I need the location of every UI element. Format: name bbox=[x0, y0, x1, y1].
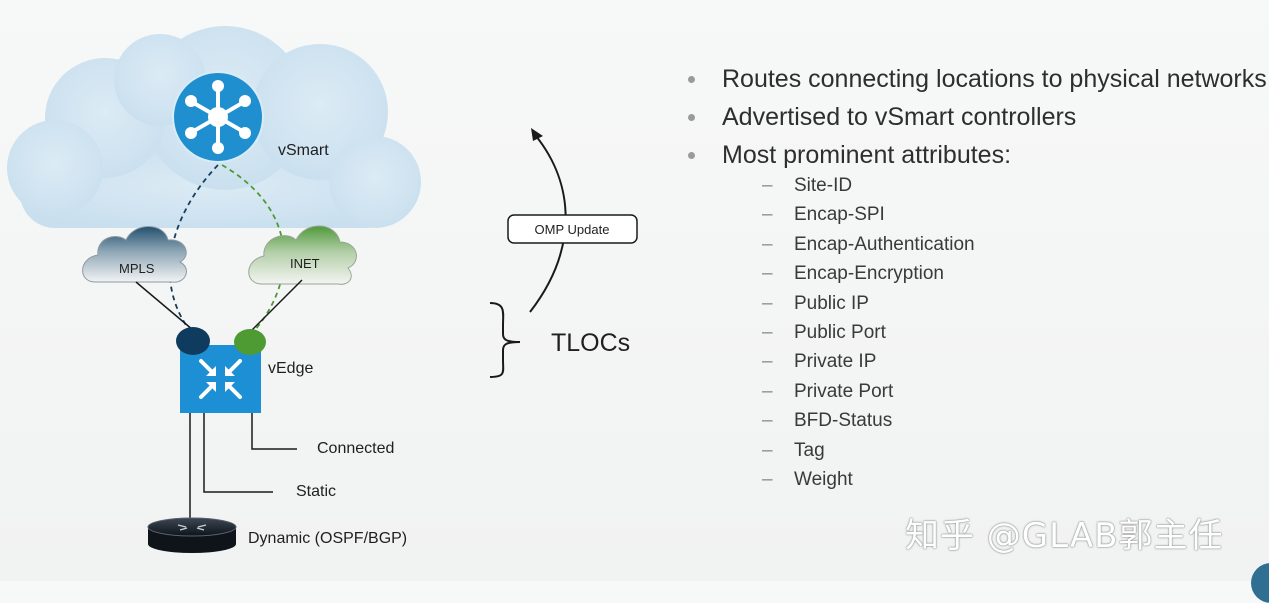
bullet-item: Routes connecting locations to physical … bbox=[686, 60, 1267, 98]
attribute-item: –Encap-SPI bbox=[762, 200, 975, 229]
attribute-item: –Public Port bbox=[762, 318, 975, 347]
attribute-item: –Private IP bbox=[762, 347, 975, 376]
attribute-text: Site-ID bbox=[794, 175, 853, 196]
bullet-text: Advertised to vSmart controllers bbox=[722, 103, 1077, 131]
router-icon bbox=[147, 517, 237, 553]
attribute-text: Encap-SPI bbox=[794, 204, 885, 226]
attribute-item: –Encap-Authentication bbox=[762, 230, 975, 259]
bullet-dot-icon bbox=[688, 76, 695, 83]
attribute-text: Private Port bbox=[794, 380, 894, 402]
inet-cloud bbox=[248, 225, 357, 285]
dash-icon: – bbox=[762, 204, 773, 226]
attribute-text: Private IP bbox=[794, 351, 877, 373]
inet-transport-link bbox=[249, 279, 303, 333]
controller-cloud bbox=[7, 26, 421, 228]
attribute-text: Public IP bbox=[794, 292, 869, 314]
dash-icon: – bbox=[762, 469, 773, 491]
tloc-attribute-list: –Site-ID –Encap-SPI –Encap-Authenticatio… bbox=[762, 171, 975, 494]
mpls-label: MPLS bbox=[119, 261, 155, 276]
attribute-text: Tag bbox=[794, 439, 825, 461]
tloc-description-list: Routes connecting locations to physical … bbox=[686, 60, 1267, 174]
tlocs-label: TLOCs bbox=[551, 329, 630, 357]
dash-icon: – bbox=[762, 380, 773, 402]
dash-icon: – bbox=[762, 175, 773, 196]
vsmart-label: vSmart bbox=[278, 142, 329, 159]
attribute-text: Weight bbox=[794, 469, 853, 491]
dash-icon: – bbox=[762, 263, 773, 285]
omp-update-label: OMP Update bbox=[535, 222, 610, 237]
bullet-item: Most prominent attributes: bbox=[686, 136, 1267, 174]
attribute-text: Encap-Encryption bbox=[794, 263, 944, 285]
network-diagram: vSmart MPLS INET vEdge bbox=[7, 26, 638, 553]
omp-update-box bbox=[507, 214, 638, 244]
dash-icon: – bbox=[762, 233, 773, 255]
mpls-tloc-icon bbox=[176, 327, 210, 355]
connected-label: Connected bbox=[317, 440, 394, 457]
dynamic-label: Dynamic (OSPF/BGP) bbox=[248, 530, 407, 547]
vsmart-icon bbox=[172, 71, 264, 163]
bullet-text: Routes connecting locations to physical … bbox=[722, 65, 1267, 93]
dash-icon: – bbox=[762, 292, 773, 314]
tlocs-brace bbox=[489, 302, 521, 378]
bullet-dot-icon bbox=[688, 114, 695, 121]
attribute-text: Public Port bbox=[794, 322, 886, 344]
dash-icon: – bbox=[762, 439, 773, 461]
bullet-dot-icon bbox=[688, 152, 695, 159]
mpls-transport-link bbox=[135, 281, 194, 331]
attribute-item: –BFD-Status bbox=[762, 406, 975, 435]
bullet-item: Advertised to vSmart controllers bbox=[686, 98, 1267, 136]
bullet-text: Most prominent attributes: bbox=[722, 141, 1012, 169]
inet-label: INET bbox=[290, 256, 320, 271]
dash-icon: – bbox=[762, 322, 773, 344]
attribute-text: BFD-Status bbox=[794, 410, 893, 432]
arrowhead-icon bbox=[531, 128, 543, 141]
vedge-label: vEdge bbox=[268, 360, 313, 377]
attribute-item: –Tag bbox=[762, 436, 975, 465]
dash-icon: – bbox=[762, 351, 773, 373]
static-label: Static bbox=[296, 483, 336, 500]
watermark: 知乎 @GLAB郭主任 bbox=[905, 516, 1224, 556]
dash-icon: – bbox=[762, 410, 773, 432]
mpls-cloud bbox=[82, 226, 187, 283]
attribute-item: –Site-ID bbox=[762, 171, 975, 200]
attribute-item: –Private Port bbox=[762, 377, 975, 406]
attribute-item: –Weight bbox=[762, 465, 975, 494]
attribute-item: –Encap-Encryption bbox=[762, 259, 975, 288]
inet-tloc-icon bbox=[234, 329, 266, 355]
route-source-lines bbox=[189, 413, 297, 520]
attribute-text: Encap-Authentication bbox=[794, 233, 975, 255]
attribute-item: –Public IP bbox=[762, 289, 975, 318]
vedge-icon bbox=[180, 345, 261, 413]
